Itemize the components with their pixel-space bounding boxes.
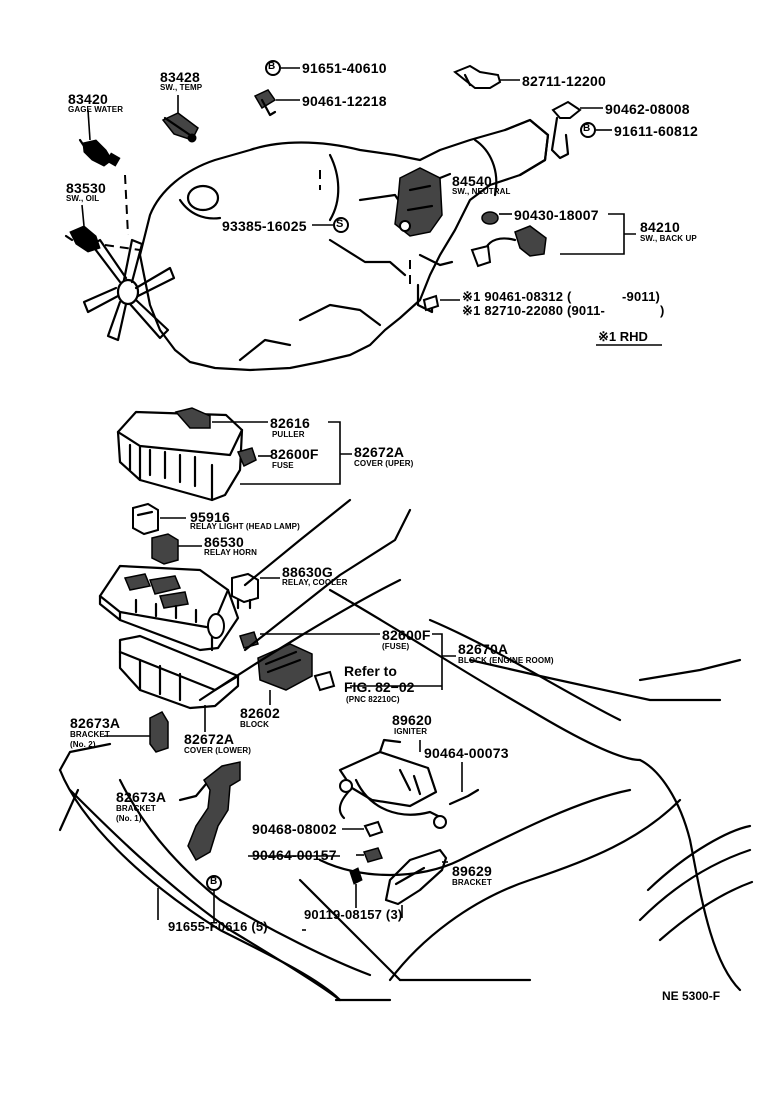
bolt-clip-parts [253, 60, 300, 117]
part-82602-number: 82602 [240, 705, 280, 721]
part-88630g-desc: RELAY, COOLER [282, 578, 348, 587]
part-86530-desc: RELAY HORN [204, 548, 258, 557]
part-90430-number: 90430-18007 [514, 207, 599, 223]
part-88630g-number: 88630G [282, 564, 334, 580]
part-90464-00073-number: 90464-00073 [424, 745, 509, 761]
part-93385-number: 93385-16025 [222, 218, 307, 234]
car-body-illustration [58, 498, 754, 1002]
part-83420-desc: GAGE WATER [68, 105, 124, 114]
part-90462-number: 90462-08008 [605, 101, 690, 117]
part-84540-desc: SW., NEUTRAL [452, 187, 511, 196]
leader-lines [157, 855, 340, 931]
rhd-clip-part [416, 283, 460, 314]
part-82673a-no1-desc2: (No. 1) [116, 814, 142, 823]
relay-light-part [132, 502, 186, 536]
wire-clamp-part [453, 64, 520, 89]
part-83530-number: 83530 [66, 180, 106, 196]
part-82670a-number: 82670A [458, 641, 509, 657]
part-90461-12218-number: 90461-12218 [302, 93, 387, 109]
part-82710-number: ※1 82710-22080 (9011- [462, 303, 606, 318]
oil-switch-part [64, 204, 101, 253]
part-82672a-upper-number: 82672A [354, 444, 405, 460]
part-90461-08312-number: ※1 90461-08312 ( [462, 289, 572, 304]
bracket-bolt-parts [550, 100, 612, 160]
part-82602-desc: BLOCK [240, 720, 269, 729]
part-91655-number: 91655-F0616 (5) [168, 919, 268, 934]
part-84210-desc: SW., BACK UP [640, 234, 697, 243]
part-82711-number: 82711-12200 [522, 73, 606, 89]
part-89620-desc: IGNITER [394, 727, 428, 736]
bolt-mark-label-b: B [583, 123, 591, 134]
part-90464-00157-number: 90464-00157 [252, 847, 337, 863]
bolt-mark-label-c: B [210, 876, 218, 887]
part-82673a-no2-desc2: (No. 2) [70, 740, 96, 749]
part-89629-number: 89629 [452, 863, 492, 879]
part-82600f-desc: FUSE [272, 461, 294, 470]
backup-switch-part [470, 211, 636, 268]
cover-upper-part [116, 407, 352, 502]
refer-line3: (PNC 82210C) [346, 695, 400, 704]
cover-lower-part [118, 634, 240, 732]
part-82600f-b-number: 82600F [382, 627, 431, 643]
part-95916-desc: RELAY LIGHT (HEAD LAMP) [190, 522, 300, 531]
small-screws-parts [342, 820, 384, 908]
part-95916-number: 95916 [190, 509, 230, 525]
part-89629-desc: BRACKET [452, 878, 492, 887]
part-83428-desc: SW., TEMP [160, 83, 203, 92]
screw-part [312, 217, 349, 233]
gage-water-part [78, 109, 121, 167]
part-82672a-upper-desc: COVER (UPER) [354, 459, 414, 468]
part-83428-number: 83428 [160, 69, 200, 85]
part-82600f-b-desc: (FUSE) [382, 642, 410, 651]
fuse-block-part [257, 643, 336, 705]
figure-code: NE 5300-F [662, 989, 721, 1003]
bolt-mark-label-a: B [268, 61, 276, 72]
relay-horn-part [151, 533, 202, 565]
part-90461-08312-range: -9011) [622, 289, 661, 304]
engine-fan-illustration [82, 238, 176, 342]
temp-switch-part [161, 95, 199, 143]
part-84540-number: 84540 [452, 173, 492, 189]
part-84210-number: 84210 [640, 219, 680, 235]
part-82600f-number: 82600F [270, 446, 319, 462]
igniter-part [338, 738, 480, 829]
part-91611-number: 91611-60812 [614, 123, 698, 139]
part-82710-range: ) [660, 303, 665, 318]
washer-mark-label: S [336, 218, 344, 230]
bracket-no1-part [178, 761, 241, 922]
neutral-switch-part [394, 167, 452, 237]
part-82616-number: 82616 [270, 415, 310, 431]
part-82616-desc: PULLER [272, 430, 305, 439]
bracket-no2-part [104, 711, 169, 753]
engine-illustration [104, 118, 550, 372]
igniter-bracket-part [384, 848, 448, 918]
part-82673a-no2-desc: BRACKET [70, 730, 110, 739]
part-86530-number: 86530 [204, 534, 244, 550]
part-82672a-lower-number: 82672A [184, 731, 235, 747]
part-82673a-no1-number: 82673A [116, 789, 167, 805]
part-82673a-no1-desc: BRACKET [116, 804, 156, 813]
part-83420-number: 83420 [68, 91, 108, 107]
rhd-note: ※1 RHD [598, 329, 648, 344]
part-82670a-desc: BLOCK (ENGINE ROOM) [458, 656, 554, 665]
refer-line1: Refer to [344, 663, 397, 679]
part-90468-number: 90468-08002 [252, 821, 337, 837]
refer-line2: FIG. 82−02 [344, 679, 415, 695]
part-82673a-no2-number: 82673A [70, 715, 121, 731]
part-89620-number: 89620 [392, 712, 432, 728]
relay-cooler-part [231, 572, 280, 610]
part-90119-number: 90119-08157 (3) [304, 907, 403, 922]
part-91651-number: 91651-40610 [302, 60, 387, 76]
part-83530-desc: SW., OIL [66, 194, 100, 203]
part-82672a-lower-desc: COVER (LOWER) [184, 746, 252, 755]
